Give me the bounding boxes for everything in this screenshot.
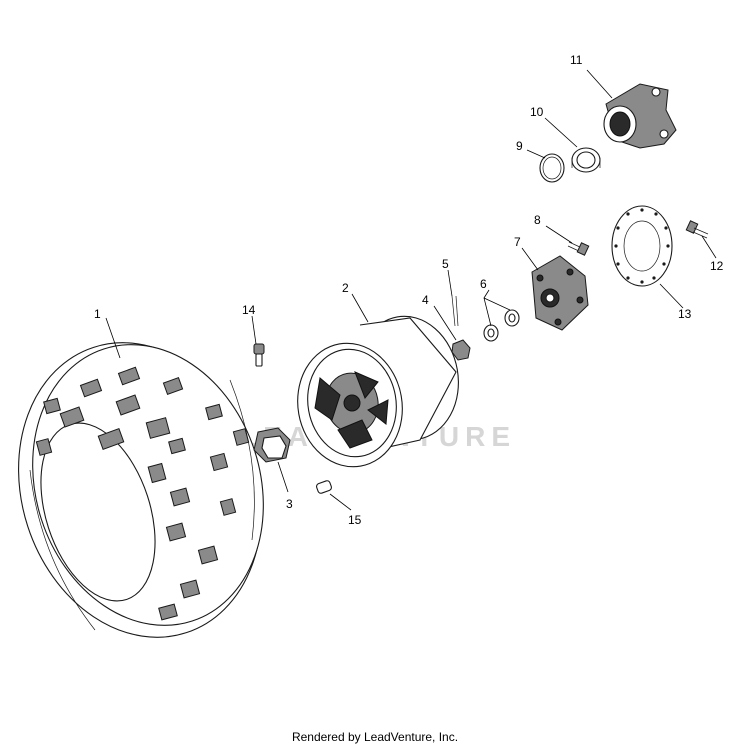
leader-lines [105, 69, 717, 511]
snap-ring-part[interactable] [539, 153, 565, 183]
callout-3: 3 [286, 497, 293, 511]
callout-8: 8 [534, 213, 541, 227]
callout-13: 13 [678, 307, 692, 321]
callout-5: 5 [442, 257, 449, 271]
callout-14: 14 [242, 303, 256, 317]
callout-2: 2 [342, 281, 349, 295]
callout-11: 11 [570, 53, 583, 67]
callout-9: 9 [516, 139, 523, 153]
callout-numbers: 1 2 3 4 5 6 7 8 9 10 11 12 13 14 15 [94, 53, 724, 527]
callout-6: 6 [480, 277, 487, 291]
bolt-part[interactable] [567, 241, 590, 256]
lug-nut-part[interactable] [451, 339, 471, 361]
callout-1: 1 [94, 307, 101, 321]
washer-part[interactable] [483, 309, 520, 342]
center-cap-part[interactable] [253, 427, 291, 463]
callout-15: 15 [348, 513, 362, 527]
valve-stem-part[interactable] [253, 343, 265, 367]
wheel-stud-part[interactable] [316, 480, 333, 494]
wheel-rim-part[interactable] [288, 308, 468, 475]
brake-disc-part[interactable] [611, 205, 673, 287]
callout-7: 7 [514, 235, 521, 249]
callout-10: 10 [530, 105, 544, 119]
cotter-pin-part[interactable] [451, 295, 459, 327]
knuckle-part[interactable] [603, 83, 677, 149]
footer-credit: Rendered by LeadVenture, Inc. [291, 730, 459, 744]
callout-12: 12 [710, 259, 724, 273]
callout-4: 4 [422, 293, 429, 307]
hub-part[interactable] [531, 255, 589, 331]
tire-part[interactable] [0, 311, 299, 669]
disc-bolt-part[interactable] [685, 220, 709, 239]
bearing-part[interactable] [571, 147, 601, 173]
